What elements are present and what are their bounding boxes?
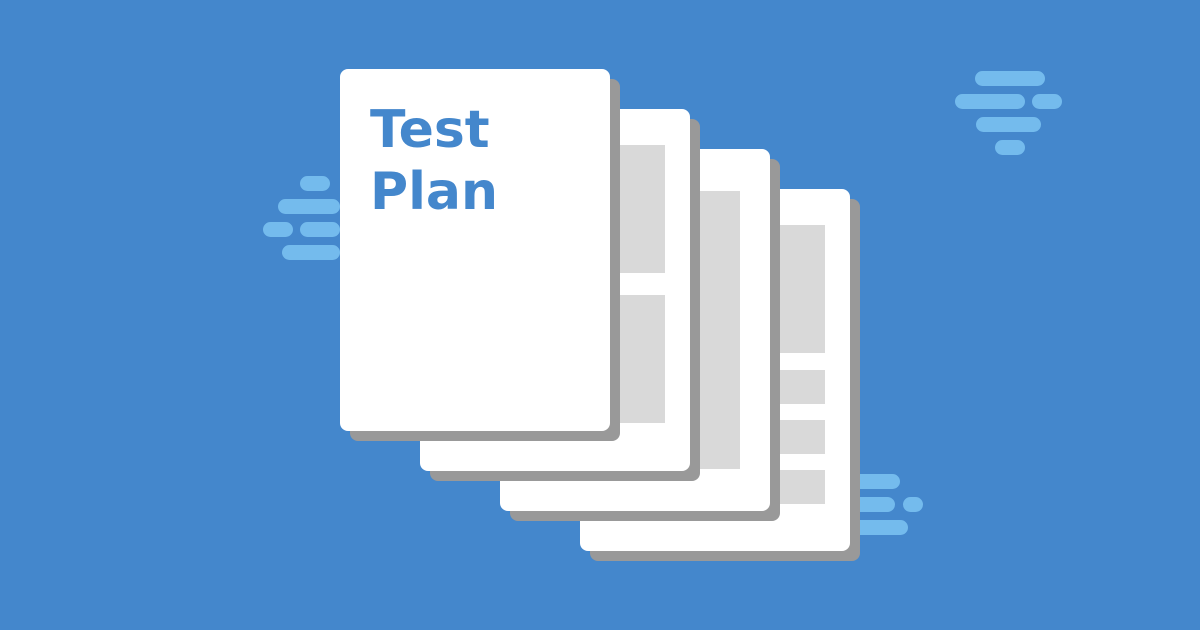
dash [1032,94,1062,109]
title-line-1: Test [370,100,490,160]
dash [850,497,895,512]
title-line-2: Plan [370,162,499,222]
dash [300,176,330,191]
dash [263,222,293,237]
document-page-front: Test Plan [340,69,610,431]
dash [903,497,923,512]
document-title: Test Plan [370,99,498,223]
dash [850,520,908,535]
dash [976,117,1041,132]
dash [300,222,340,237]
dash [278,199,340,214]
dash [955,94,1025,109]
dash [850,474,900,489]
dash [975,71,1045,86]
dash [995,140,1025,155]
dash [282,245,340,260]
